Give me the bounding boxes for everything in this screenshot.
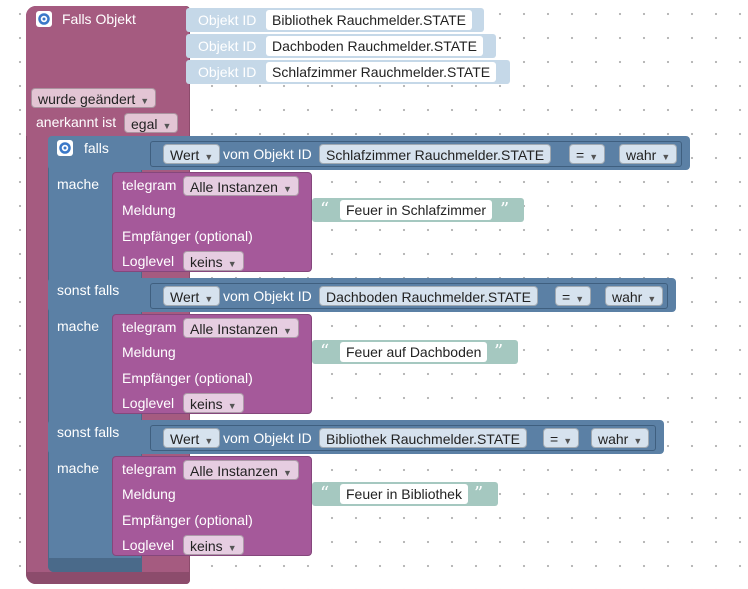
recipient-label: Empfänger (optional)	[122, 370, 253, 386]
loglevel-label: Loglevel	[122, 253, 175, 269]
object-id-field[interactable]: Dachboden Rauchmelder.STATE	[319, 286, 538, 306]
loglevel-label: Loglevel	[122, 395, 175, 411]
chevron-down-icon: ▼	[227, 543, 237, 553]
instance-dropdown[interactable]: Alle Instanzen▼	[183, 176, 299, 196]
boolean-dropdown[interactable]: wahr▼	[591, 428, 650, 448]
text-block-2[interactable]: “ Feuer auf Dachboden ”	[312, 340, 518, 364]
do-label: mache	[57, 176, 100, 192]
else-if-keyword: sonst falls	[57, 282, 120, 298]
if-keyword: falls	[84, 140, 109, 156]
value-dropdown[interactable]: Wert▼	[163, 286, 221, 306]
do-label: mache	[57, 318, 100, 334]
telegram-title: telegram	[122, 461, 177, 477]
object-id-value[interactable]: Dachboden Rauchmelder.STATE	[266, 36, 483, 56]
object-id-value[interactable]: Schlafzimmer Rauchmelder.STATE	[266, 62, 497, 82]
message-label: Meldung	[122, 202, 176, 218]
close-quote-icon: ”	[494, 341, 504, 362]
object-id-value[interactable]: Bibliothek Rauchmelder.STATE	[266, 10, 473, 30]
condition-block-2[interactable]: Wert▼ vom Objekt ID Dachboden Rauchmelde…	[150, 283, 668, 309]
open-quote-icon: “	[320, 341, 330, 362]
boolean-dropdown[interactable]: wahr▼	[619, 144, 678, 164]
of-object-label: vom Objekt ID	[223, 146, 312, 162]
do-label: mache	[57, 460, 100, 476]
else-if-keyword: sonst falls	[57, 424, 120, 440]
of-object-label: vom Objekt ID	[223, 288, 312, 304]
operator-dropdown[interactable]: =▼	[555, 286, 592, 306]
chevron-down-icon: ▼	[204, 152, 214, 162]
loglevel-dropdown[interactable]: keins▼	[183, 535, 244, 555]
object-id-field[interactable]: Bibliothek Rauchmelder.STATE	[319, 428, 528, 448]
telegram-block-2[interactable]: telegram Alle Instanzen▼ Meldung Empfäng…	[112, 314, 312, 414]
if-block-bottom	[48, 558, 142, 572]
chevron-down-icon: ▼	[589, 152, 599, 162]
instance-dropdown[interactable]: Alle Instanzen▼	[183, 318, 299, 338]
telegram-title: telegram	[122, 319, 177, 335]
loglevel-label: Loglevel	[122, 537, 175, 553]
message-text-field[interactable]: Feuer in Schlafzimmer	[340, 200, 493, 220]
message-text-field[interactable]: Feuer in Bibliothek	[340, 484, 468, 504]
chevron-down-icon: ▼	[227, 259, 237, 269]
object-id-input-2[interactable]: Objekt ID Dachboden Rauchmelder.STATE	[186, 34, 496, 58]
if-mutator-gear-icon[interactable]	[57, 140, 73, 156]
boolean-dropdown[interactable]: wahr▼	[605, 286, 664, 306]
object-id-label: Objekt ID	[198, 64, 257, 80]
ack-dropdown[interactable]: egal▼	[124, 113, 179, 133]
trigger-dropdown[interactable]: wurde geändert▼	[31, 88, 157, 108]
operator-dropdown[interactable]: =▼	[569, 144, 606, 164]
chevron-down-icon: ▼	[282, 468, 292, 478]
chevron-down-icon: ▼	[575, 294, 585, 304]
chevron-down-icon: ▼	[282, 326, 292, 336]
close-quote-icon: ”	[474, 483, 484, 504]
telegram-block-3[interactable]: telegram Alle Instanzen▼ Meldung Empfäng…	[112, 456, 312, 556]
loglevel-dropdown[interactable]: keins▼	[183, 393, 244, 413]
chevron-down-icon: ▼	[204, 294, 214, 304]
message-label: Meldung	[122, 344, 176, 360]
telegram-title: telegram	[122, 177, 177, 193]
object-id-input-3[interactable]: Objekt ID Schlafzimmer Rauchmelder.STATE	[186, 60, 510, 84]
open-quote-icon: “	[320, 199, 330, 220]
close-quote-icon: ”	[500, 199, 510, 220]
chevron-down-icon: ▼	[563, 436, 573, 446]
text-block-1[interactable]: “ Feuer in Schlafzimmer ”	[312, 198, 524, 222]
of-object-label: vom Objekt ID	[223, 430, 312, 446]
recipient-label: Empfänger (optional)	[122, 512, 253, 528]
mutator-gear-icon[interactable]	[36, 11, 52, 27]
object-id-label: Objekt ID	[198, 38, 257, 54]
chevron-down-icon: ▼	[162, 121, 172, 131]
condition-block-1[interactable]: Wert▼ vom Objekt ID Schlafzimmer Rauchme…	[150, 141, 682, 167]
chevron-down-icon: ▼	[282, 184, 292, 194]
recipient-label: Empfänger (optional)	[122, 228, 253, 244]
chevron-down-icon: ▼	[204, 436, 214, 446]
message-label: Meldung	[122, 486, 176, 502]
condition-block-3[interactable]: Wert▼ vom Objekt ID Bibliothek Rauchmeld…	[150, 425, 656, 451]
chevron-down-icon: ▼	[140, 96, 150, 106]
loglevel-dropdown[interactable]: keins▼	[183, 251, 244, 271]
chevron-down-icon: ▼	[227, 401, 237, 411]
telegram-block-1[interactable]: telegram Alle Instanzen▼ Meldung Empfäng…	[112, 172, 312, 272]
chevron-down-icon: ▼	[633, 436, 643, 446]
chevron-down-icon: ▼	[647, 294, 657, 304]
object-id-label: Objekt ID	[198, 12, 257, 28]
chevron-down-icon: ▼	[661, 152, 671, 162]
message-text-field[interactable]: Feuer auf Dachboden	[340, 342, 488, 362]
instance-dropdown[interactable]: Alle Instanzen▼	[183, 460, 299, 480]
value-dropdown[interactable]: Wert▼	[163, 428, 221, 448]
object-id-input-1[interactable]: Objekt ID Bibliothek Rauchmelder.STATE	[186, 8, 484, 32]
value-dropdown[interactable]: Wert▼	[163, 144, 221, 164]
ack-label: anerkannt ist	[36, 114, 117, 130]
text-block-3[interactable]: “ Feuer in Bibliothek ”	[312, 482, 498, 506]
event-title: Falls Objekt	[62, 11, 136, 27]
object-id-field[interactable]: Schlafzimmer Rauchmelder.STATE	[319, 144, 552, 164]
operator-dropdown[interactable]: =▼	[543, 428, 580, 448]
open-quote-icon: “	[320, 483, 330, 504]
event-block-bottom-bar	[26, 572, 190, 584]
